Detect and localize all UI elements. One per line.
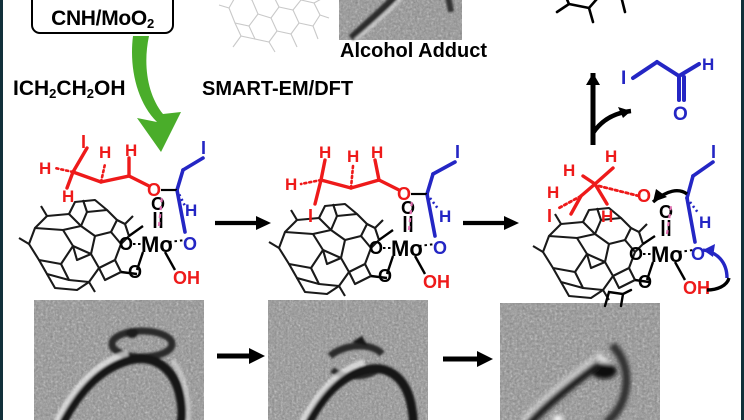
structure-intermediate-3: Mo O O O OH O [532,142,731,301]
structure-intermediate-1: Mo O O O OH O [18,132,206,293]
red-H-3: H [371,143,383,162]
tem-arrow-1 [217,348,265,364]
red-H-4: H [601,207,613,226]
red-H-3: H [547,183,559,202]
method-label: SMART-EM/DFT [202,78,354,100]
scheme-arrow-2 [463,216,519,230]
product-atom-I: I [621,68,626,89]
reagent-label: ICH2CH2OH [13,77,126,101]
red-H-4: H [125,141,137,160]
catalyst-box: CNH/MoO2 [31,0,174,34]
blue-I: I [201,138,206,158]
red-H-1: H [39,159,51,178]
red-I: I [308,206,313,226]
metal-label-Mo: Mo [141,232,173,257]
partial-structure-fragment [555,0,627,24]
ligand-O-left: O [119,234,133,254]
blue-H: H [185,201,197,220]
tem-frame-1-image [34,300,204,420]
red-I: I [81,132,86,152]
tem-frame-3-image [500,303,660,420]
blue-H: H [699,213,711,232]
blue-O: O [691,244,705,264]
hydroxyl-label: OH [173,268,200,288]
carbon-nanohorn-squiggle-icon [33,0,167,8]
metal-label-Mo: Mo [651,242,683,267]
mechanism-curved-arrow-black-2 [706,277,731,292]
red-H-1: H [605,147,617,166]
red-I: I [547,206,552,226]
red-H-2: H [347,147,359,166]
tem-alcohol-adduct-image [339,0,462,42]
red-H-2: H [563,161,575,180]
metal-label-Mo: Mo [391,236,423,261]
red-H-4: H [285,175,297,194]
red-O: O [397,184,411,204]
blue-I: I [455,142,460,162]
product-iodoacetaldehyde: I O H [621,55,714,125]
ligand-oxo: O [659,202,673,222]
tem-frame-2-image [268,300,428,420]
blue-O: O [183,234,197,254]
red-H-2: H [62,187,74,206]
ligand-O-left: O [369,238,383,258]
product-release-arrow [586,73,632,145]
structure-intermediate-2: Mo O O O OH O [268,142,460,297]
red-O: O [637,186,651,206]
blue-O: O [433,238,447,258]
carbon-nanohorn-wireframe [218,0,330,53]
product-atom-O: O [673,104,688,125]
tem-arrow-2 [443,351,493,367]
mechanism-curved-arrow-black [651,189,689,204]
red-O: O [147,180,161,200]
hydroxyl-label: OH [683,278,710,298]
green-curved-arrow [132,36,181,152]
scheme-arrow-1 [215,216,271,230]
blue-H: H [439,207,451,226]
catalyst-label: CNH/MoO2 [51,7,154,31]
structure-tail-fragment [603,288,633,308]
red-H-3: H [99,143,111,162]
red-H-1: H [319,143,331,162]
product-atom-H: H [702,55,714,74]
alcohol-adduct-label: Alcohol Adduct [340,40,488,62]
blue-I: I [711,142,716,162]
mechanism-curved-arrow-blue [702,244,729,279]
hydroxyl-label: OH [423,272,450,292]
ligand-O-left: O [629,244,643,264]
